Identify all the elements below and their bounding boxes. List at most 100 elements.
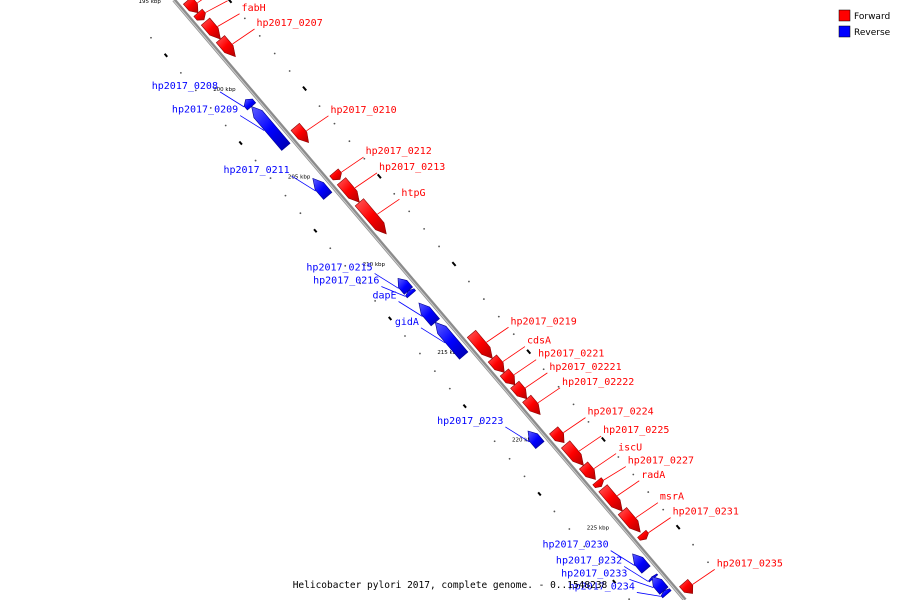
gene-arrow-hp2017_0234[interactable] (660, 588, 672, 599)
major-tick (227, 0, 233, 4)
minor-tick (662, 508, 665, 511)
major-tick (376, 173, 382, 179)
gene-arrow-hp2017_0207[interactable] (215, 35, 236, 58)
gene-arrow-hp2017_0210[interactable] (290, 122, 309, 144)
minor-tick (404, 335, 406, 337)
gene-arrow-rpmf[interactable] (182, 0, 199, 14)
gene-label-hp2017_0225: hp2017_0225 (603, 425, 669, 436)
gene-label-hp2017_0232: hp2017_0232 (556, 555, 622, 566)
backbone (172, 0, 687, 600)
major-tick (612, 579, 617, 584)
gene-label-hp2017_02222: hp2017_02222 (562, 377, 634, 388)
label-leader-line (578, 435, 602, 452)
minor-tick (448, 387, 451, 390)
gene-arrow-hp2017_0225[interactable] (560, 440, 584, 466)
gene-arrow-hp2017_0227[interactable] (592, 477, 604, 489)
gene-label-hp2017_0224: hp2017_0224 (587, 407, 653, 418)
minor-tick (224, 124, 227, 127)
gene-arrow-plsx[interactable] (193, 8, 206, 21)
gene-arrow-hp2017_02222[interactable] (522, 394, 541, 416)
gene-label-hp2017_0216: hp2017_0216 (313, 275, 379, 286)
minor-tick (433, 370, 436, 372)
gene-arrow-fabh[interactable] (200, 17, 221, 40)
gene-arrow-hp2017_0235[interactable] (679, 578, 694, 594)
gene-label-hp2017_0227: hp2017_0227 (628, 456, 694, 467)
minor-tick (632, 473, 635, 476)
gene-arrow-hp2017_0211[interactable] (312, 177, 333, 200)
gene-label-iscu: iscU (618, 443, 642, 454)
gene-label-hp2017_0234: hp2017_0234 (569, 581, 635, 592)
gene-arrow-hp2017_0224[interactable] (549, 426, 565, 443)
tick-label: 200 kbp (213, 87, 236, 93)
minor-tick (478, 422, 481, 425)
gene-label-hp2017_0213: hp2017_0213 (379, 162, 445, 173)
tick-label: 210 kbp (363, 262, 386, 268)
minor-tick (508, 457, 511, 460)
gene-arrow-hp2017_0231[interactable] (637, 529, 649, 541)
label-leader-line (563, 417, 586, 433)
gene-arrow-msra[interactable] (617, 507, 641, 533)
major-tick (387, 316, 393, 321)
label-leader-line (374, 273, 399, 289)
major-tick (526, 349, 532, 355)
label-leader-line (537, 387, 561, 404)
minor-tick (363, 157, 366, 160)
minor-tick (493, 440, 496, 443)
minor-tick (482, 298, 485, 300)
gene-label-hp2017_0208: hp2017_0208 (152, 81, 218, 92)
gene-label-msra: msrA (660, 492, 684, 503)
gene-label-hp2017_0231: hp2017_0231 (673, 507, 739, 518)
minor-tick (497, 315, 500, 318)
major-tick (163, 53, 168, 58)
gene-arrow-hp2017_0216[interactable] (405, 288, 417, 299)
minor-tick (572, 403, 575, 406)
label-leader-line (486, 326, 509, 343)
label-leader-line (232, 28, 255, 45)
gene-arrow-rada[interactable] (598, 484, 623, 512)
label-leader-line (623, 566, 649, 582)
minor-tick (408, 210, 411, 213)
gene-label-hp2017_0219: hp2017_0219 (511, 316, 577, 327)
label-leader-line (525, 372, 548, 389)
gene-arrow-cdsa[interactable] (487, 354, 505, 373)
minor-tick (150, 36, 152, 39)
gene-arrow-iscu[interactable] (578, 461, 596, 480)
label-leader-line (513, 359, 537, 376)
gene-arrow-htpg[interactable] (354, 198, 387, 235)
minor-tick (598, 563, 601, 565)
minor-tick (258, 35, 261, 37)
legend-reverse-label: Reverse (854, 28, 891, 38)
gene-arrow-hp2017_0213[interactable] (336, 177, 360, 203)
minor-tick (273, 52, 276, 55)
gene-label-hp2017_0209: hp2017_0209 (172, 105, 238, 116)
gene-arrow-hp2017_0212[interactable] (329, 168, 342, 181)
minor-tick (359, 282, 362, 285)
minor-tick (269, 177, 272, 180)
major-tick (313, 228, 318, 233)
gene-arrow-gida[interactable] (434, 321, 469, 360)
gene-label-hp2017_0211: hp2017_0211 (223, 165, 289, 176)
label-leader-line (291, 175, 316, 192)
gene-arrow-hp2017_0221[interactable] (499, 368, 516, 386)
legend: Forward Reverse (838, 9, 891, 38)
gene-label-hp2017_0221: hp2017_0221 (538, 349, 604, 360)
label-leader-line (603, 466, 627, 481)
gene-arrow-hp2017_02221[interactable] (510, 380, 528, 400)
minor-tick (707, 561, 709, 564)
major-tick (462, 404, 467, 409)
gene-label-hp2017_0223: hp2017_0223 (437, 416, 503, 427)
gene-arrow-hp2017_0230[interactable] (632, 553, 651, 574)
label-leader-line (635, 502, 659, 519)
gene-arrow-hp2017_0223[interactable] (527, 430, 545, 450)
label-leader-line (381, 286, 406, 297)
major-tick (537, 491, 542, 497)
gene-label-htpg: htpG (401, 188, 425, 199)
major-tick (601, 436, 606, 442)
gene-label-hp2017_0233: hp2017_0233 (561, 568, 627, 579)
gene-arrow-hp2017_0219[interactable] (466, 329, 493, 359)
label-leader-line (197, 0, 203, 4)
minor-tick (288, 70, 291, 72)
gene-arrow-hp2017_0209[interactable] (251, 106, 291, 151)
